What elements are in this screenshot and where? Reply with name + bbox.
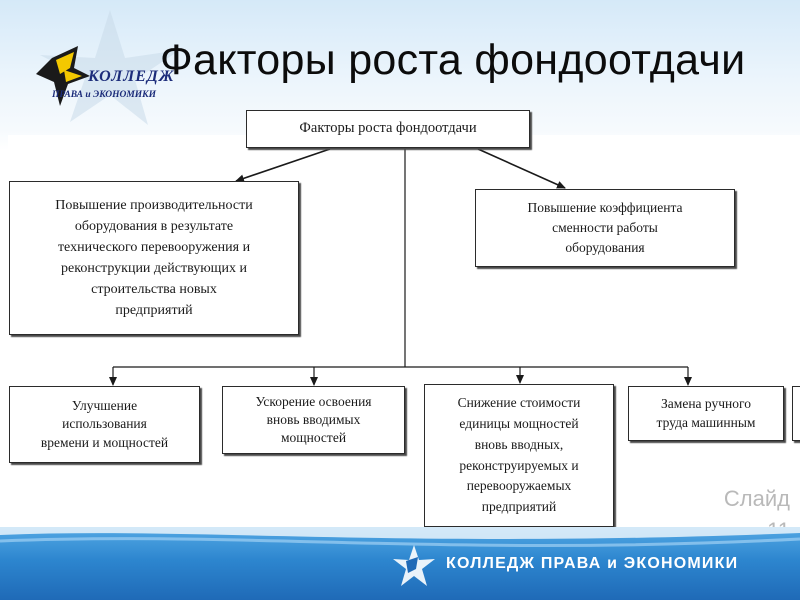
footer-wave-decoration (0, 527, 800, 548)
sub-factor-box-4: Замена ручного труда машинным (628, 386, 784, 441)
root-factor-text: Факторы роста фондоотдачи (299, 120, 477, 137)
footer-star-icon (393, 545, 435, 586)
box-line: предприятий (481, 499, 557, 515)
box-line: реконструируемых и (459, 457, 579, 473)
box-line: оборудования (565, 240, 645, 256)
arrow-to-left-branch (235, 148, 331, 183)
sub-factor-box-3: Снижение стоимости единицы мощностей вно… (424, 384, 614, 527)
box-line: Снижение стоимости (457, 394, 581, 410)
star-emblem-icon (36, 10, 180, 125)
box-line: реконструкции действующих и (61, 261, 247, 276)
box-line: Замена ручного (661, 396, 751, 412)
box-line: строительства новых (91, 282, 217, 297)
arrow-to-right-branch (477, 148, 566, 189)
box-line: предприятий (115, 303, 193, 318)
box-line: мощностей (280, 430, 347, 446)
root-factor-box: Факторы роста фондоотдачи (246, 110, 530, 148)
box-line: труда машинным (656, 414, 756, 430)
box-line: Повышение производительности (55, 198, 253, 213)
box-line: вновь вводных, (474, 436, 564, 452)
slide-title: Факторы роста фондоотдачи (160, 36, 746, 84)
footer-college-name: КОЛЛЕДЖ ПРАВА и ЭКОНОМИКИ (446, 555, 739, 572)
box-line: вновь вводимых (266, 412, 361, 428)
college-logo: КОЛЛЕДЖ ПРАВА и ЭКОНОМИКИ (30, 10, 190, 130)
box-line: использования (62, 416, 147, 432)
box-line: Ускорение освоения (255, 394, 372, 409)
productivity-factor-box: Повышение производительности оборудовани… (9, 181, 299, 335)
cropped-box-edge (792, 386, 800, 441)
sub-factor-box-2: Ускорение освоения вновь вводимых мощнос… (222, 386, 405, 454)
shift-factor-box: Повышение коэффициента сменности работы … (475, 189, 735, 267)
slide-number-label: Слайд (723, 486, 790, 511)
box-line: единицы мощностей (459, 415, 579, 431)
logo-title: КОЛЛЕДЖ (88, 68, 175, 85)
sub-factor-box-1: Улучшение использования времени и мощнос… (9, 386, 200, 463)
box-line: времени и мощностей (40, 434, 169, 450)
box-line: перевооружаемых (466, 478, 572, 494)
logo-subtitle: ПРАВА и ЭКОНОМИКИ (52, 90, 156, 100)
box-line: Повышение коэффициента (527, 199, 683, 215)
box-line: технического перевооружения и (57, 240, 251, 255)
box-line: Улучшение (71, 398, 138, 414)
box-line: оборудования в результате (74, 219, 234, 234)
box-line: сменности работы (552, 219, 658, 235)
